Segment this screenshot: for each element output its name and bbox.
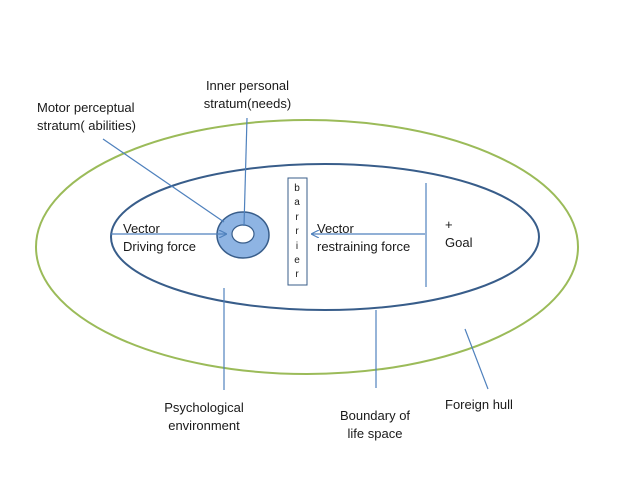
boundary-line1: Boundary of [339,408,411,423]
inner-personal-line1: Inner personal [205,78,290,93]
barrier-letter: e [294,255,300,267]
boundary-line2: life space [347,426,403,441]
foreign-hull-text: Foreign hull [445,397,513,412]
foreign-hull-ellipse [35,119,579,375]
motor-perceptual-label: Motor perceptual stratum( abilities) [37,99,136,135]
psychological-environment-label: Psychological environment [149,399,259,435]
barrier-box [287,177,308,286]
barrier-letter: b [294,183,300,194]
goal-text: Goal [445,235,473,250]
inner-personal-line2: stratum(needs) [203,96,292,111]
restraining-force-line2: restraining force [317,239,411,254]
driving-force-line2: Driving force [123,239,196,254]
barrier-letter: r [295,211,299,223]
goal-label: + Goal [445,216,472,252]
motor-perceptual-line2: stratum( abilities) [37,118,136,133]
restraining-force-label: Vector restraining force [317,220,410,256]
psychological-environment-line1: Psychological [164,400,244,415]
barrier-letter: i [295,240,299,252]
driving-force-label: Vector Driving force [123,220,196,256]
inner-personal-core [231,224,255,244]
motor-perceptual-leader [102,138,225,223]
inner-personal-leader [243,117,248,227]
life-space-ellipse [110,163,540,311]
boundary-label: Boundary of life space [325,407,425,443]
inner-personal-label: Inner personal stratum(needs) [190,77,305,113]
barrier-letter: r [295,226,299,238]
goal-plus: + [445,217,453,232]
foreign-hull-label: Foreign hull [445,396,513,414]
motor-perceptual-line1: Motor perceptual [37,100,135,115]
restraining-force-line1: Vector [317,221,354,236]
foreign-hull-leader [464,328,489,390]
barrier-letter: r [295,269,299,281]
psychological-environment-line2: environment [168,418,240,433]
driving-force-line1: Vector [123,221,160,236]
barrier-label: b a r r i e r [287,182,307,283]
barrier-letter: a [294,197,300,209]
